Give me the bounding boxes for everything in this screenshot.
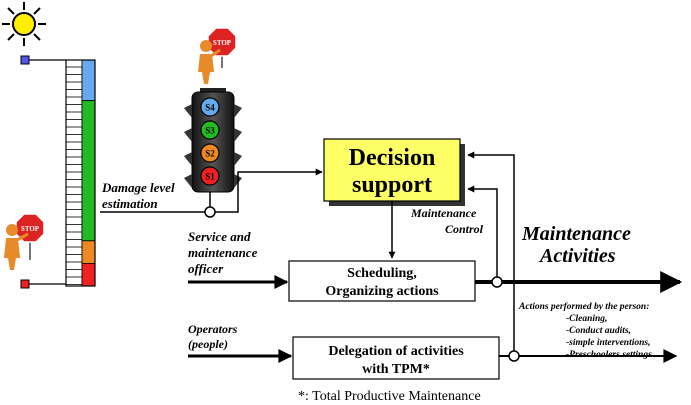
stop-figure-top: STOP xyxy=(198,27,237,84)
damage-label-line2: estimation xyxy=(102,196,158,211)
service-label-line1: Service and xyxy=(188,229,251,244)
actions-list: -Cleaning, -Conduct audits, -simple interv… xyxy=(566,314,654,360)
action-item: -Conduct audits, xyxy=(566,326,631,336)
footnote: *: Total Productive Maintenance xyxy=(298,389,481,404)
gauge-segment xyxy=(81,240,96,264)
stop-sign-text: STOP xyxy=(21,225,40,233)
damage-label-line1: Damage level xyxy=(101,180,175,195)
scheduling-line2: Organizing actions xyxy=(325,284,439,299)
traffic-light-s1: S1 xyxy=(200,166,220,186)
feedback-arrow-1 xyxy=(467,185,498,277)
activities-line2: Activities xyxy=(538,245,616,267)
service-label-line3: officer xyxy=(188,261,224,276)
gauge-segment xyxy=(81,262,96,287)
stop-sign-icon xyxy=(207,27,237,57)
decision-line2: support xyxy=(352,172,432,198)
traffic-light-label: S3 xyxy=(205,126,215,136)
junction-node xyxy=(204,206,216,218)
feedback-node-1 xyxy=(491,276,503,288)
delegation-box: Delegation of activities with TPM* xyxy=(292,336,500,380)
stop-sign-text: STOP xyxy=(213,39,232,47)
decision-line1: Decision xyxy=(349,145,436,171)
service-label-line2: maintenance xyxy=(188,245,258,260)
scheduling-line1: Scheduling, xyxy=(347,266,417,281)
gauge-segment xyxy=(81,59,96,102)
decision-support-box: Decision support xyxy=(323,138,465,206)
delegation-line2: with TPM* xyxy=(362,362,430,377)
scheduling-box: Scheduling, Organizing actions xyxy=(288,260,476,302)
delegation-line1: Delegation of activities xyxy=(328,344,464,359)
stop-figure-left: STOP xyxy=(4,213,45,270)
operators-label-line1: Operators xyxy=(188,322,238,336)
gauge-segment xyxy=(81,100,96,242)
feedback-arrow-2 xyxy=(467,151,515,351)
traffic-light-label: S1 xyxy=(205,172,215,182)
traffic-light-s2: S2 xyxy=(200,143,220,163)
feedback-node-2 xyxy=(508,350,520,362)
gauge-bottom-marker xyxy=(20,279,30,289)
gauge-top-marker xyxy=(20,55,30,65)
traffic-light-s4: S4 xyxy=(200,97,220,117)
traffic-light-label: S2 xyxy=(205,149,215,159)
maintenance-control-line1: Maintenance xyxy=(410,206,477,220)
traffic-light-s3: S3 xyxy=(200,120,220,140)
actions-title: Actions performed by the person: xyxy=(518,302,649,312)
sun-icon xyxy=(2,2,46,46)
damage-gauge xyxy=(65,59,96,287)
maintenance-control-line2: Control xyxy=(445,222,484,236)
light-to-decision-arrow xyxy=(215,168,323,213)
action-item: -Cleaning, xyxy=(566,314,607,324)
operators-label-line2: (people) xyxy=(188,337,228,351)
traffic-light-label: S4 xyxy=(205,103,215,113)
activities-line1: Maintenance xyxy=(521,223,631,245)
action-item: -simple interventions, xyxy=(566,338,650,348)
action-item: -Preschoolers settings. xyxy=(566,350,654,360)
